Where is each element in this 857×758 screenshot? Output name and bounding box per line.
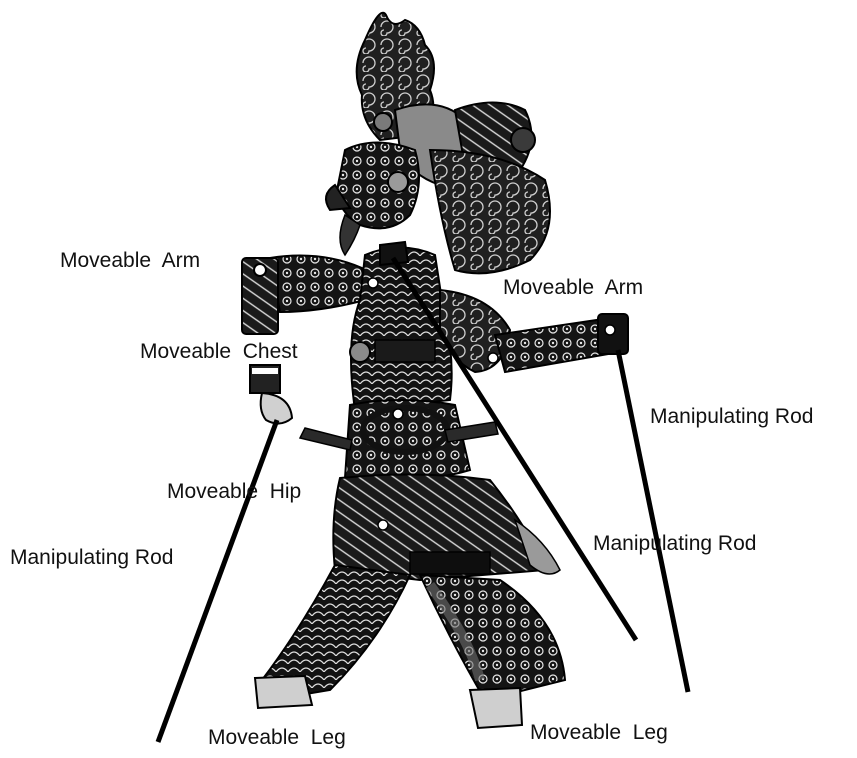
puppet-skirt <box>333 474 560 580</box>
label-manipulating-rod-right: Manipulating Rod <box>650 406 813 427</box>
label-moveable-leg-left: Moveable Leg <box>208 727 346 748</box>
label-moveable-arm-right: Moveable Arm <box>503 277 643 298</box>
moveable-hip-part <box>300 400 498 480</box>
puppet-plume <box>430 150 550 273</box>
puppet-face <box>326 143 419 256</box>
label-manipulating-rod-left: Manipulating Rod <box>10 547 173 568</box>
label-moveable-leg-right: Moveable Leg <box>530 722 668 743</box>
moveable-leg-left-part <box>255 565 410 708</box>
label-moveable-arm-left: Moveable Arm <box>60 250 200 271</box>
moveable-leg-right-part <box>420 575 565 728</box>
manipulating-rod-right-line <box>618 350 688 692</box>
moveable-arm-right-part <box>440 290 628 372</box>
label-moveable-chest: Moveable Chest <box>140 341 298 362</box>
label-manipulating-rod-center: Manipulating Rod <box>593 533 756 554</box>
label-moveable-hip: Moveable Hip <box>167 481 301 502</box>
